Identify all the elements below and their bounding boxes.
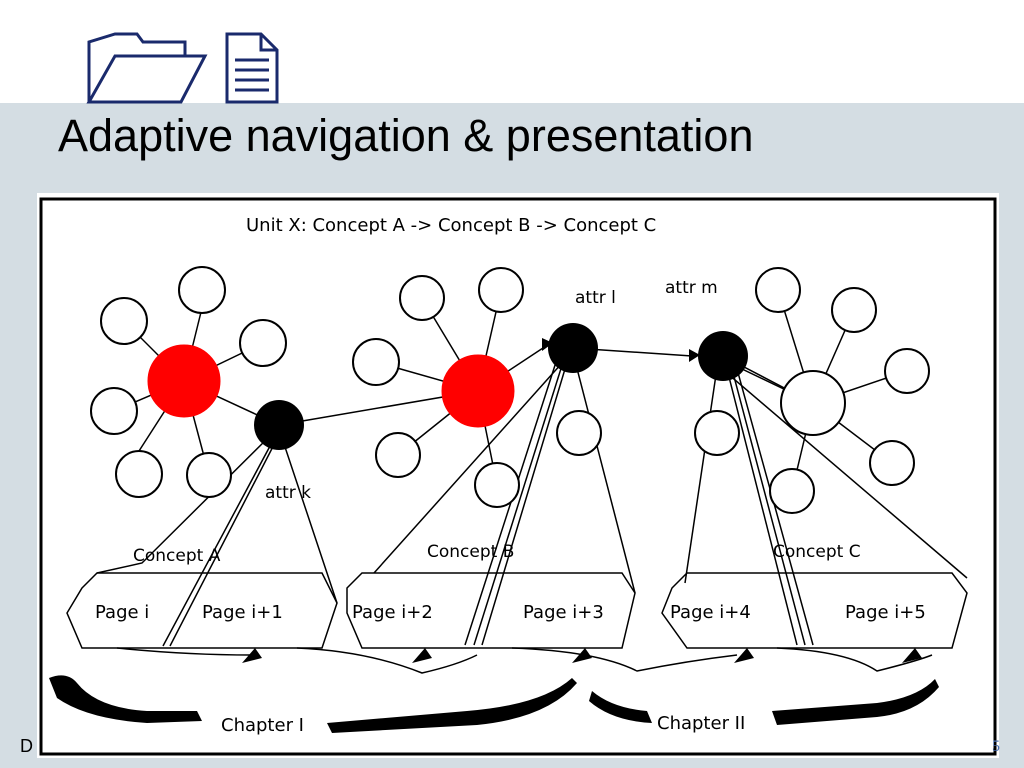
attr-k-node: [254, 400, 304, 450]
folder-icon: [86, 32, 208, 104]
concept-c-label: Concept C: [773, 542, 861, 562]
page-label: Page i+1: [202, 602, 283, 623]
concept-b-label: Concept B: [427, 542, 514, 562]
document-icon: [225, 32, 279, 104]
concept-a-node: [147, 344, 221, 418]
concept-diagram: Unit X: Concept A -> Concept B -> Concep…: [37, 193, 999, 758]
footer-left-text: D: [20, 736, 33, 756]
attr-m-label: attr m: [665, 278, 718, 298]
page-label: Page i: [95, 602, 149, 623]
chapter-brackets: [49, 675, 939, 733]
unit-label: Unit X: Concept A -> Concept B -> Concep…: [246, 215, 656, 236]
attr-l-node: [548, 323, 598, 373]
chapter-label: Chapter II: [657, 713, 745, 734]
attr-k-label: attr k: [265, 483, 311, 503]
slide-number: 5: [992, 738, 1000, 755]
slide-icons: [86, 32, 279, 104]
page-label: Page i+3: [523, 602, 604, 623]
attr-m-node: [698, 331, 748, 381]
slide-title: Adaptive navigation & presentation: [58, 110, 754, 161]
attr-l-label: attr l: [575, 288, 616, 308]
page-label: Page i+4: [670, 602, 751, 623]
concept-nodes: [90, 266, 930, 514]
concept-b-node: [441, 354, 515, 428]
page-label: Page i+2: [352, 602, 433, 623]
concept-a-label: Concept A: [133, 546, 221, 566]
page-label: Page i+5: [845, 602, 926, 623]
page-flow-arrows: [116, 647, 933, 674]
chapter-label: Chapter I: [221, 715, 304, 736]
